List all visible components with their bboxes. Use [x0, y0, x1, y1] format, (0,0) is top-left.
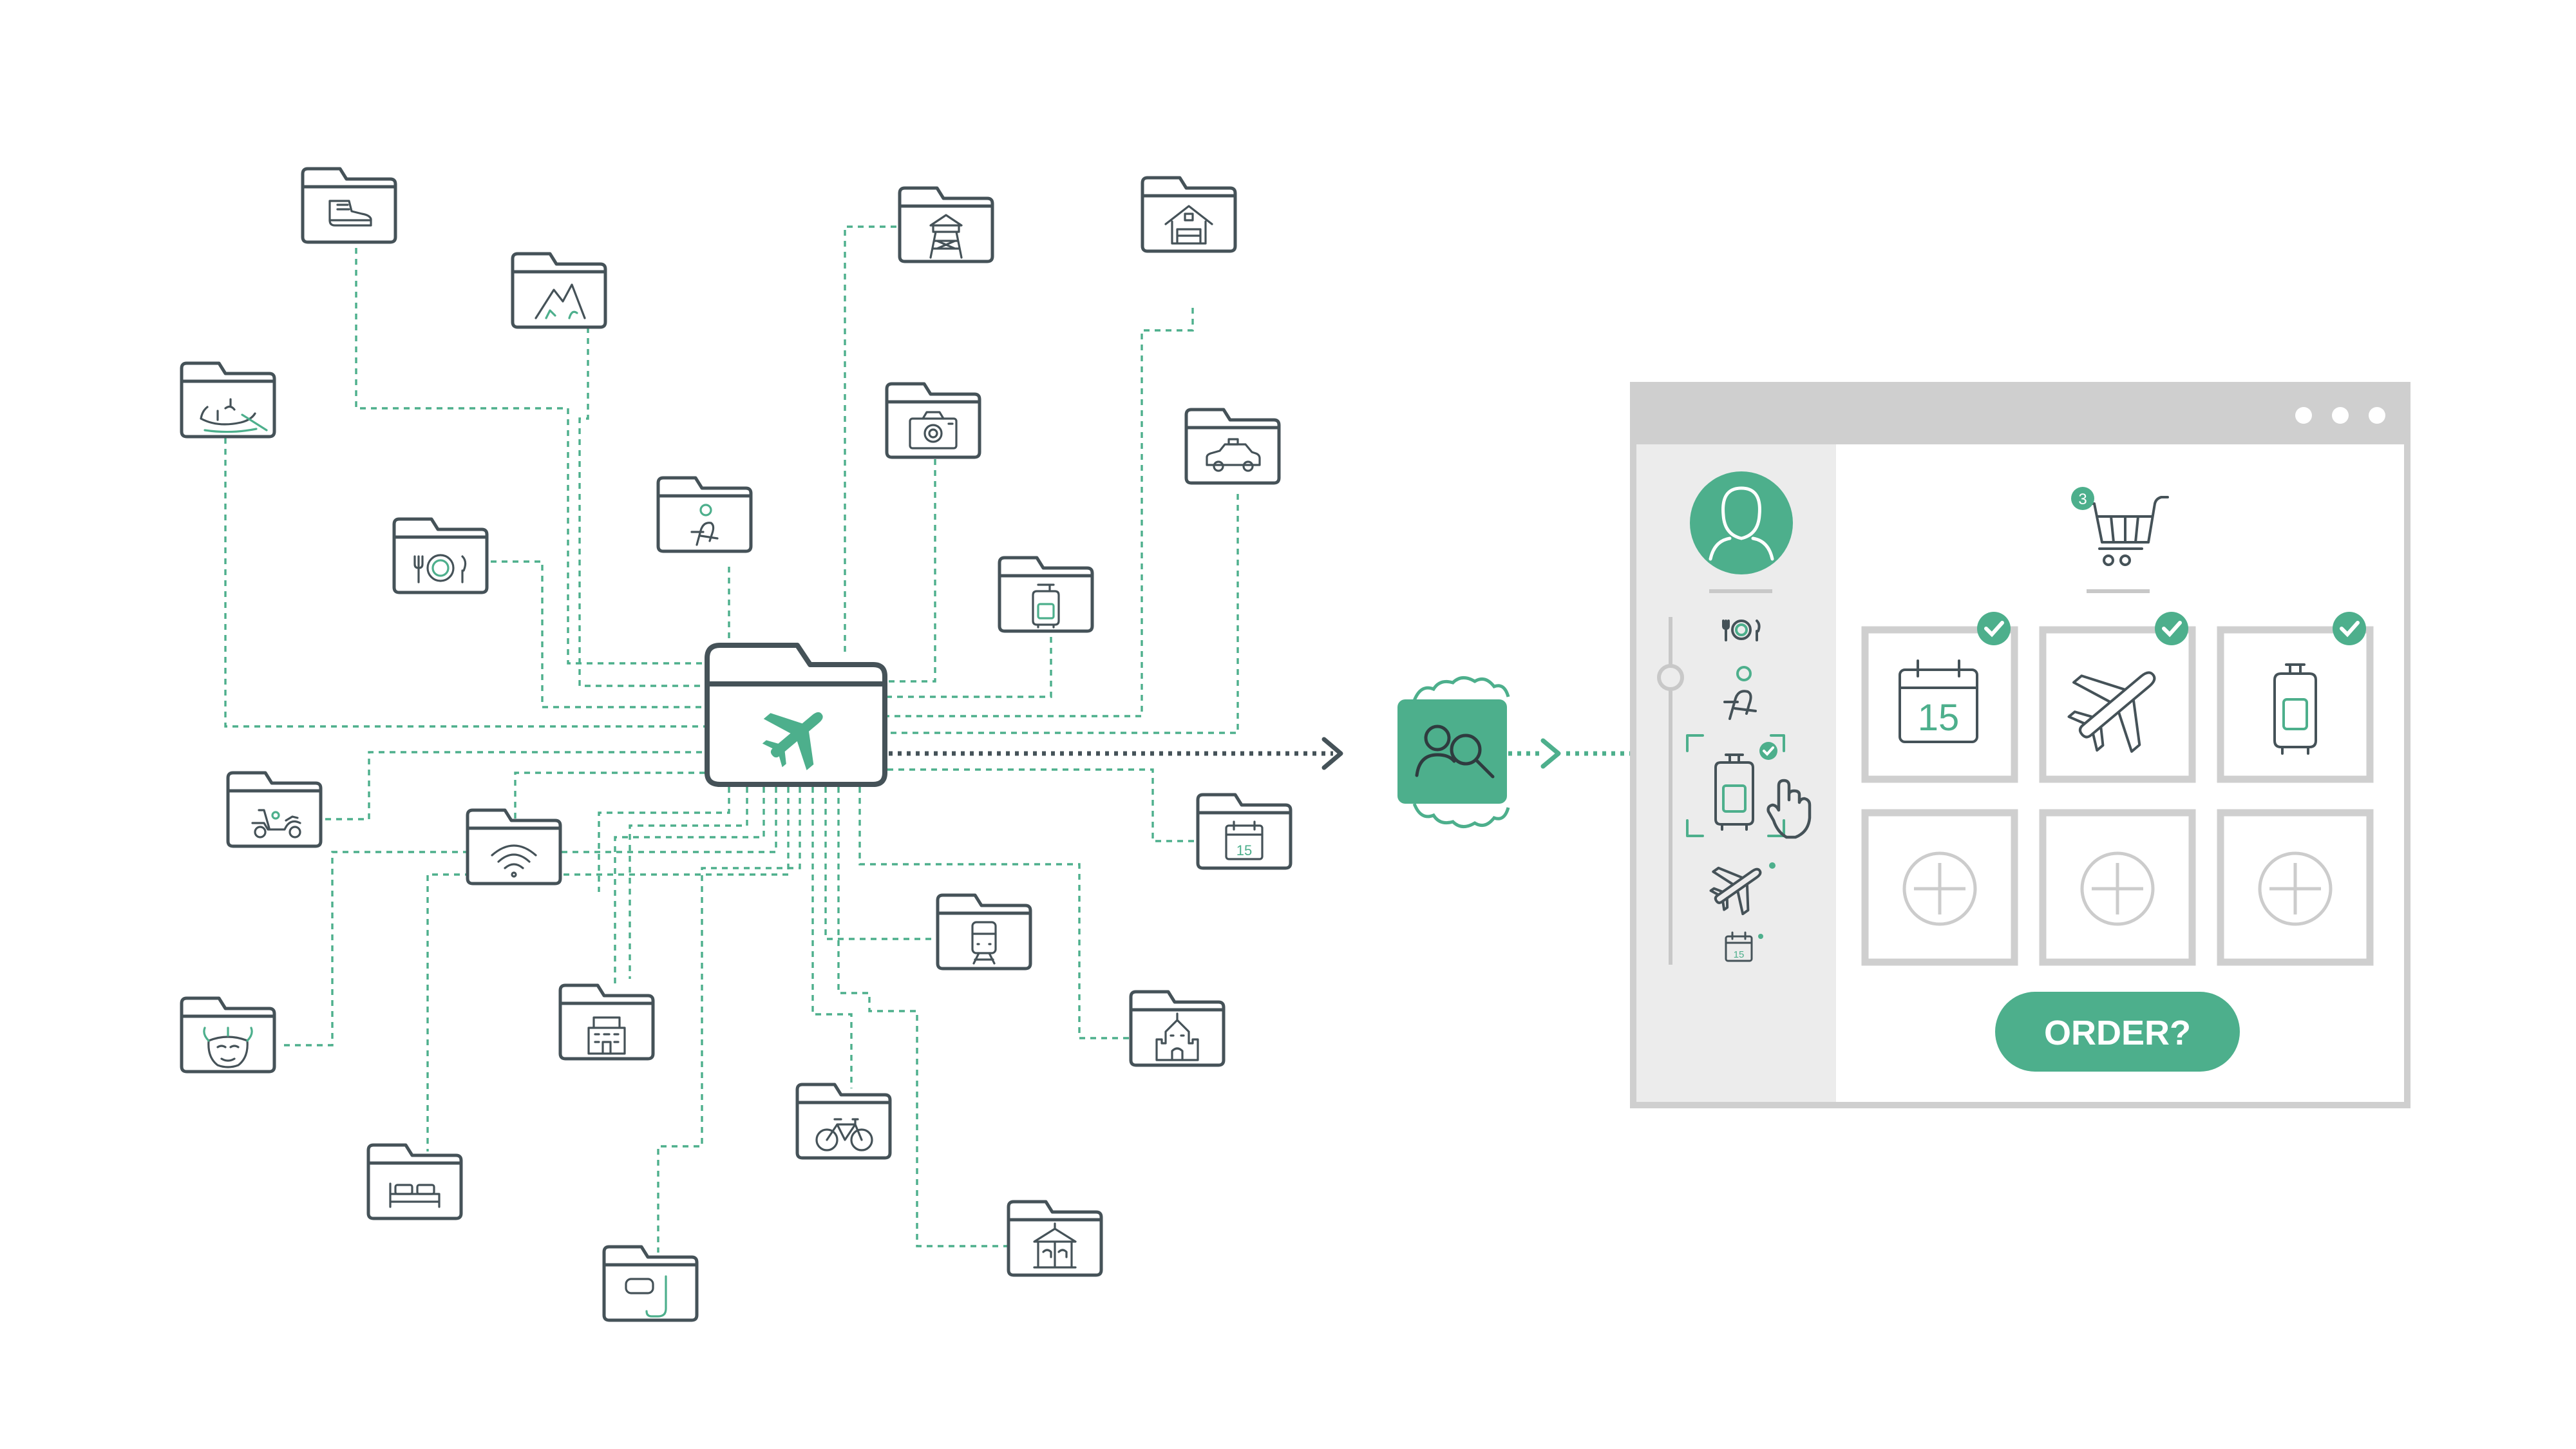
folder-beach-chair [658, 478, 751, 551]
folder-mountains [513, 254, 605, 327]
folder-carnival-mask [182, 998, 274, 1072]
carnival-mask-icon [203, 1027, 253, 1068]
cart-slot-empty-2[interactable] [2039, 809, 2196, 966]
sidebar-item-beach-chair[interactable] [1723, 666, 1757, 720]
flow-arrow-to-processor [889, 737, 1343, 770]
gear-top-icon [1412, 676, 1510, 701]
hiking-boot-icon [328, 200, 372, 227]
calendar-icon: 15 [1225, 820, 1264, 860]
airplane-icon [762, 712, 823, 770]
wifi-icon [491, 844, 537, 878]
check-badge-icon [1977, 612, 2011, 645]
folder-restaurant [394, 519, 487, 592]
gondola-icon [200, 398, 268, 433]
bed-icon [389, 1182, 440, 1208]
cart-slot-calendar[interactable]: 15 [1861, 612, 2018, 783]
plate-cutlery-icon [413, 554, 467, 583]
connector-lines [224, 225, 1239, 1253]
cart-slot-empty-3[interactable] [2217, 809, 2374, 966]
beach-chair-icon [1723, 666, 1757, 720]
processor-node [1397, 676, 1510, 828]
cart-slot-empty-1[interactable] [1861, 809, 2018, 966]
plus-icon [2258, 851, 2333, 926]
folder-camera [887, 384, 980, 457]
folder-bicycle [797, 1084, 890, 1158]
check-badge-icon [2155, 612, 2188, 645]
user-avatar[interactable] [1690, 471, 1793, 574]
sidebar-item-calendar[interactable]: 15 [1725, 931, 1763, 962]
folder-luggage [999, 558, 1092, 631]
slot-calendar-date: 15 [1918, 697, 1960, 739]
bicycle-icon [815, 1118, 873, 1151]
sidebar-scroll-thumb[interactable] [1657, 664, 1684, 691]
calendar-icon: 15 [1899, 659, 1978, 743]
folder-chalet [1142, 178, 1235, 251]
window-controls[interactable] [2295, 407, 2385, 424]
gear-bottom-icon [1412, 803, 1510, 828]
folder-hiking-boot [303, 169, 395, 242]
airplane-icon [2067, 671, 2156, 753]
suitcase-icon [1714, 753, 1754, 831]
shopping-cart-icon [2085, 496, 2169, 566]
cart-badge [2071, 487, 2094, 510]
folder-train [938, 895, 1030, 969]
train-icon [971, 921, 997, 965]
sidebar-item-restaurant[interactable] [1722, 620, 1761, 641]
order-button-label[interactable]: ORDER? [2044, 1014, 2191, 1052]
sidebar-calendar-date: 15 [1734, 949, 1745, 960]
cart-badge-count: 3 [2078, 491, 2087, 508]
cart-slot-airplane[interactable] [2039, 612, 2196, 783]
airplane-icon [1709, 866, 1762, 916]
taxi-icon [1206, 438, 1261, 472]
lookout-tower-icon [929, 214, 963, 259]
calendar-date-text: 15 [1236, 842, 1252, 858]
search-people-icon [1415, 724, 1495, 779]
folder-snorkel [604, 1247, 697, 1320]
folder-taxi [1186, 410, 1279, 483]
carousel-icon [1033, 1222, 1077, 1269]
window-dot-1[interactable] [2295, 407, 2312, 424]
folder-gondola [182, 363, 274, 437]
window-titlebar [1633, 385, 2407, 444]
sidebar-item-airplane[interactable] [1701, 849, 1776, 922]
mountains-icon [535, 283, 586, 319]
shopping-cart[interactable]: 3 [2071, 487, 2169, 566]
folder-scooter [228, 773, 321, 846]
folder-calendar: 15 [1198, 795, 1291, 868]
folder-bed [368, 1145, 461, 1218]
window-dot-2[interactable] [2332, 407, 2349, 424]
calendar-icon: 15 [1725, 931, 1753, 962]
folder-lookout-tower [900, 188, 992, 261]
beach-chair-icon [690, 504, 719, 546]
folder-castle [1131, 992, 1224, 1065]
snorkel-icon [625, 1275, 667, 1318]
window-dot-3[interactable] [2369, 407, 2385, 424]
hub-folder-airplane [705, 643, 887, 787]
scooter-icon [251, 809, 301, 838]
suitcase-icon [2273, 663, 2317, 755]
order-button[interactable]: ORDER? [1995, 992, 2240, 1072]
suitcase-icon [1032, 583, 1060, 629]
cart-slot-luggage[interactable] [2217, 612, 2374, 783]
plus-icon [1902, 851, 1977, 926]
plus-icon [2080, 851, 2155, 926]
folder-hotel [560, 985, 653, 1059]
app-window: 15 3 15 [1630, 382, 2410, 1108]
check-badge-icon [2333, 612, 2366, 645]
hotel-icon [587, 1016, 626, 1055]
user-avatar-icon [1709, 486, 1774, 561]
sidebar-item-luggage-selected[interactable] [1686, 734, 1812, 839]
folder-carousel [1009, 1202, 1101, 1275]
castle-icon [1155, 1012, 1199, 1061]
chalet-icon [1164, 205, 1213, 245]
flow-arrow-to-app [1508, 738, 1633, 769]
plate-cutlery-icon [1722, 620, 1761, 641]
camera-icon [909, 411, 958, 450]
hand-pointer-icon [1766, 779, 1812, 839]
check-badge-icon [1759, 742, 1777, 760]
folder-wifi [468, 810, 560, 884]
